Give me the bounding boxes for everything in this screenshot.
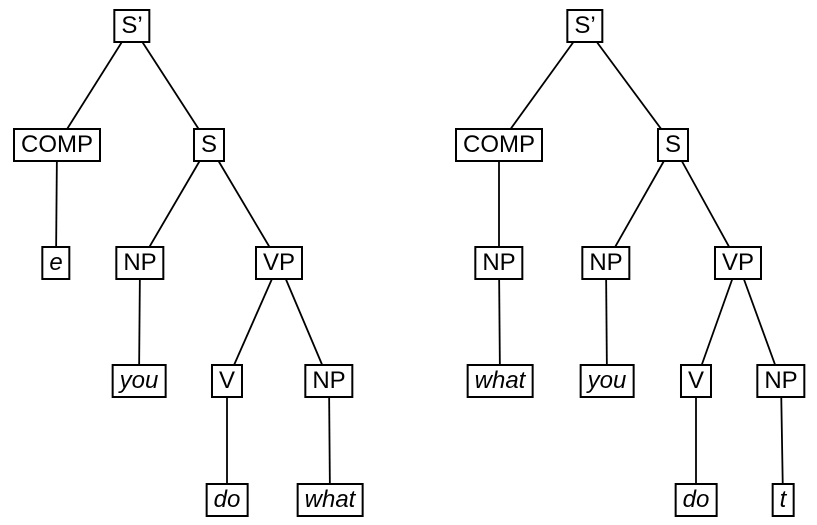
- left-tree-node-do: do: [205, 483, 249, 517]
- tree-edge-np-obj-what: [328, 380, 331, 501]
- tree-edge-s-vp: [208, 144, 280, 264]
- tree-edge-sbar-comp: [56, 25, 133, 146]
- left-tree-node-s: S: [192, 128, 226, 162]
- right-tree-node-comp: COMP: [455, 128, 543, 162]
- right-tree-node-what: what: [466, 364, 534, 398]
- tree-edge-comp-e: [55, 144, 58, 264]
- tree-edge-np-obj-t: [780, 380, 784, 501]
- right-tree-node-s: S: [656, 128, 690, 162]
- tree-edge-s-np-subj: [605, 144, 674, 264]
- left-tree-node-what: what: [296, 483, 364, 517]
- right-tree-node-sbar: S’: [566, 9, 604, 43]
- tree-edge-vp-np-obj: [737, 262, 782, 382]
- right-tree-node-np-obj: NP: [756, 364, 806, 398]
- tree-edge-np-subj-you: [138, 262, 141, 382]
- left-tree-node-you: you: [111, 364, 167, 398]
- left-tree-node-sbar: S’: [113, 9, 151, 43]
- left-tree-node-np-obj: NP: [304, 364, 354, 398]
- tree-edge-s-np-subj: [139, 144, 210, 264]
- tree-edge-vp-v: [695, 262, 739, 382]
- tree-edge-sbar-s: [584, 25, 674, 146]
- tree-edge-s-vp: [672, 144, 739, 264]
- tree-edge-sbar-s: [131, 25, 210, 146]
- right-tree-node-np-subj: NP: [581, 246, 631, 280]
- tree-edge-vp-np-obj: [278, 262, 330, 382]
- left-tree-node-v: V: [210, 364, 244, 398]
- right-tree-node-you: you: [579, 364, 635, 398]
- right-tree-node-t: t: [771, 483, 795, 517]
- left-tree-node-comp: COMP: [13, 128, 101, 162]
- tree-edge-np-wh-what: [498, 262, 501, 382]
- right-tree-node-np-wh: NP: [474, 246, 524, 280]
- right-tree-node-v: V: [679, 364, 713, 398]
- tree-edge-sbar-comp: [498, 25, 586, 146]
- left-tree-node-e: e: [41, 246, 71, 280]
- left-tree-node-np-subj: NP: [115, 246, 165, 280]
- right-tree-node-vp: VP: [713, 246, 763, 280]
- right-tree-node-do: do: [674, 483, 718, 517]
- left-tree-node-vp: VP: [254, 246, 304, 280]
- tree-edge-np-subj-you: [605, 262, 608, 382]
- tree-edge-vp-v: [226, 262, 280, 382]
